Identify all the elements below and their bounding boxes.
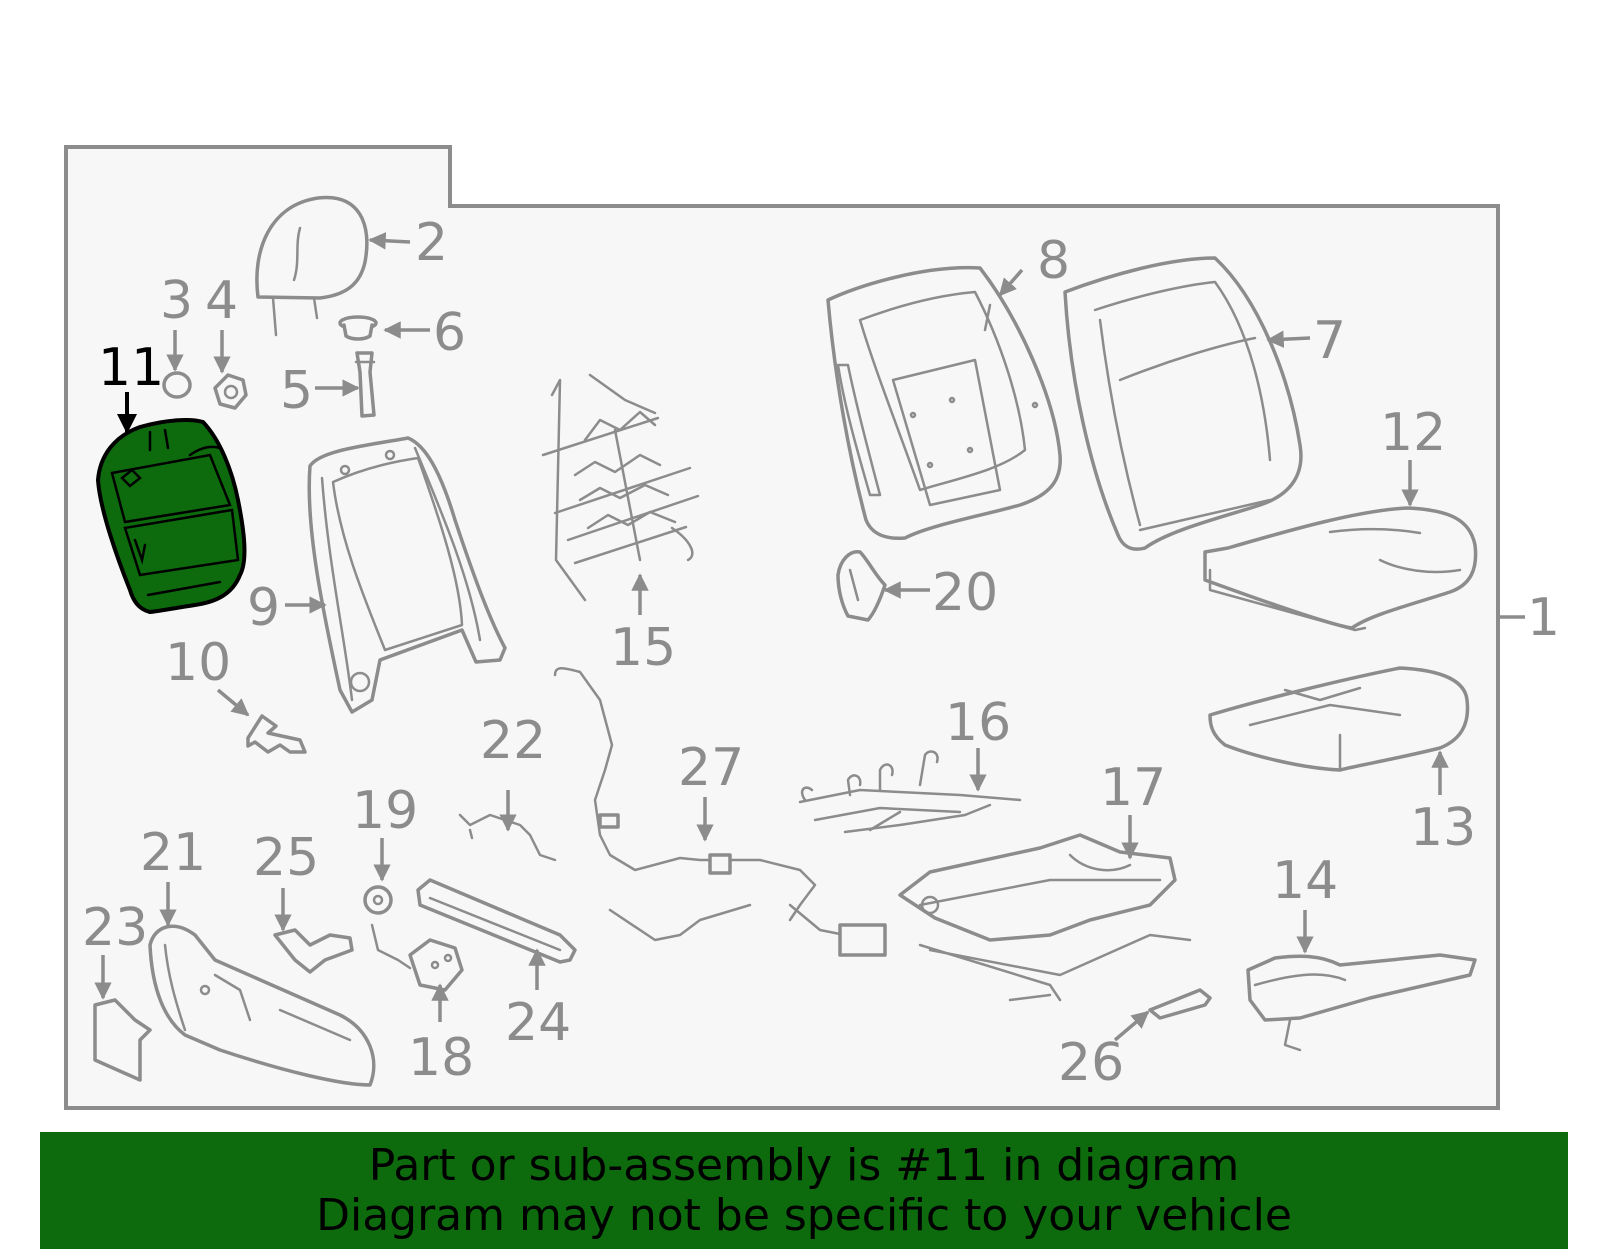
callout-22: 22 xyxy=(480,711,546,771)
seat-frame-part xyxy=(898,833,1192,1002)
callout-20: 20 xyxy=(932,563,998,623)
module-part xyxy=(370,923,464,992)
back-panel-part-11 xyxy=(96,417,247,614)
trim-cover-part xyxy=(1148,988,1212,1020)
callout-24: 24 xyxy=(505,993,571,1053)
callout-15: 15 xyxy=(610,618,676,678)
callout-3: 3 xyxy=(160,271,193,331)
seatback-pad-part xyxy=(826,265,1062,540)
callout-26: 26 xyxy=(1058,1033,1124,1093)
clip-part xyxy=(246,714,307,754)
seal-part xyxy=(363,885,393,915)
callout-4: 4 xyxy=(205,271,238,331)
callout-2: 2 xyxy=(415,213,448,273)
cushion-pad-part xyxy=(1208,666,1470,772)
callout-1: 1 xyxy=(1527,588,1560,648)
spring-mat-part xyxy=(541,373,700,602)
callout-6: 6 xyxy=(433,303,466,363)
callout-25: 25 xyxy=(253,828,319,888)
part-info-banner: Part or sub-assembly is #11 in diagram D… xyxy=(40,1132,1568,1249)
headrest-part xyxy=(255,195,369,337)
callout-arrows xyxy=(94,232,1449,1042)
callout-labels: 1 2 3 4 5 6 7 8 9 10 11 12 13 14 15 16 1… xyxy=(82,213,1560,1093)
callout-13: 13 xyxy=(1410,798,1476,858)
banner-line-1: Part or sub-assembly is #11 in diagram xyxy=(368,1139,1240,1191)
callout-16: 16 xyxy=(945,693,1011,753)
callout-5: 5 xyxy=(280,361,313,421)
callout-21: 21 xyxy=(140,823,206,883)
callout-27: 27 xyxy=(678,738,744,798)
side-shield-part xyxy=(148,924,376,1087)
callout-9: 9 xyxy=(247,578,280,638)
shield-part xyxy=(1246,953,1477,1052)
lumbar-part xyxy=(798,750,1022,834)
callout-10: 10 xyxy=(165,633,231,693)
track-cover-part xyxy=(416,878,577,964)
callout-14: 14 xyxy=(1272,851,1338,911)
callout-18: 18 xyxy=(408,1028,474,1088)
harness-part xyxy=(553,667,887,957)
nut-part xyxy=(213,373,248,410)
cushion-cover-part xyxy=(1203,506,1478,632)
wire-part xyxy=(458,813,557,862)
callout-12: 12 xyxy=(1380,403,1446,463)
cap-part xyxy=(162,371,192,399)
cover-23-part xyxy=(93,998,152,1082)
grommet-part xyxy=(338,315,378,341)
callout-17: 17 xyxy=(1100,758,1166,818)
bracket-25-part xyxy=(273,928,354,974)
banner-line-2: Diagram may not be specific to your vehi… xyxy=(316,1189,1292,1241)
parts-diagram: 1 2 3 4 5 6 7 8 9 10 11 12 13 14 15 16 1… xyxy=(64,145,1560,1110)
callout-23: 23 xyxy=(82,898,148,958)
callout-8: 8 xyxy=(1037,231,1070,291)
callout-7: 7 xyxy=(1313,311,1346,371)
seatback-cover-part xyxy=(1063,256,1303,551)
callout-11: 11 xyxy=(98,338,164,398)
callout-19: 19 xyxy=(352,781,418,841)
guide-part xyxy=(354,351,376,418)
